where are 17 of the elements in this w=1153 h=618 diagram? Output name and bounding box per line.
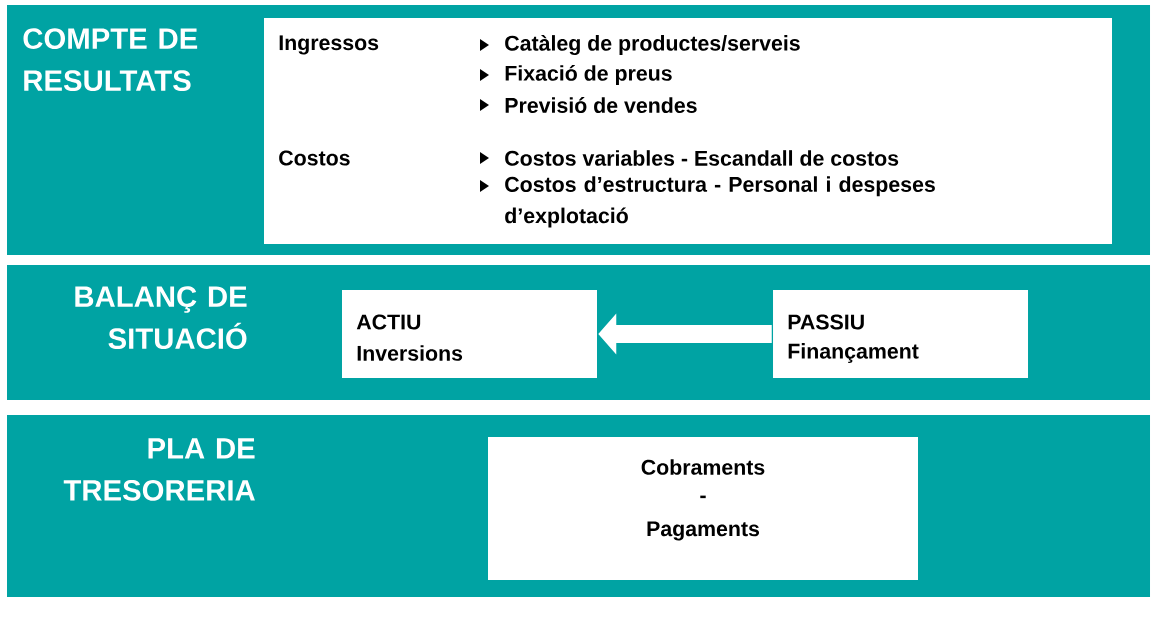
- box-heading: PASSIU: [788, 314, 864, 330]
- section-title: BALANÇ DE SITUACIÓ: [75, 286, 247, 350]
- bullet-item: Costos variables - Escandall de costos: [505, 150, 899, 166]
- box-text: Finançament: [788, 343, 919, 363]
- box-text: Cobraments: [641, 459, 765, 475]
- section-title: COMPTE DE RESULTATS: [23, 28, 198, 92]
- row-label: Costos: [279, 150, 350, 166]
- row-label: Ingressos: [279, 35, 379, 55]
- bullet-item: Catàleg de productes/serveis: [505, 34, 800, 56]
- bullet-item: Previsió de vendes: [505, 97, 697, 113]
- bullet-item: Costos d’estructura - Personal i despeses d’explotació: [505, 176, 935, 228]
- section-title: PLA DE TRESORERIA: [63, 438, 255, 501]
- bullet-item: Fixació de preus: [505, 64, 672, 86]
- box-text: Pagaments: [647, 521, 760, 541]
- box-heading: ACTIU: [356, 314, 421, 330]
- box-text: Inversions: [357, 345, 463, 361]
- box-text: -: [700, 495, 706, 499]
